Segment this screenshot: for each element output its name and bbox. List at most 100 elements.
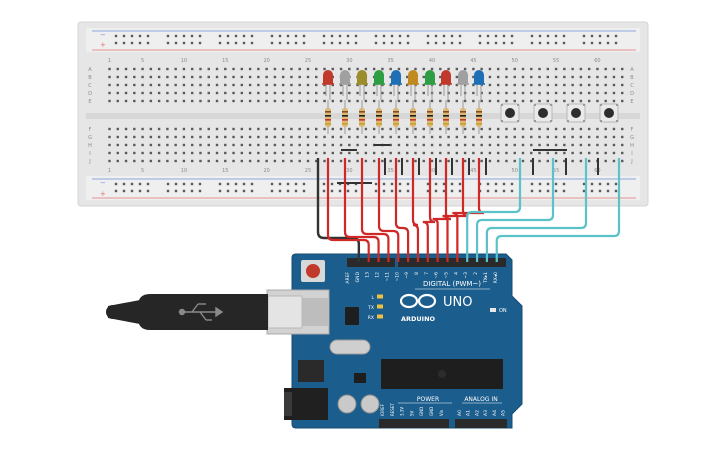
rail-hole bbox=[502, 189, 506, 193]
hole bbox=[116, 159, 119, 163]
hole bbox=[224, 127, 227, 131]
resistor-band bbox=[376, 111, 382, 113]
rail-hole bbox=[458, 34, 462, 38]
hole bbox=[339, 99, 343, 103]
rail-hole bbox=[166, 182, 170, 186]
hole bbox=[331, 143, 334, 147]
hole bbox=[439, 99, 442, 103]
usb-icon bbox=[178, 303, 224, 321]
rail-hole bbox=[182, 189, 186, 193]
hole bbox=[414, 127, 417, 131]
rail-hole bbox=[354, 34, 358, 38]
hole bbox=[348, 135, 351, 139]
hole bbox=[530, 83, 533, 87]
hole bbox=[323, 99, 326, 103]
hole bbox=[124, 127, 128, 131]
hole bbox=[480, 143, 483, 147]
hole bbox=[513, 91, 516, 95]
breadboard-holes bbox=[108, 34, 624, 193]
hole bbox=[571, 143, 574, 147]
rail-hole bbox=[562, 34, 566, 38]
rail-hole bbox=[478, 34, 482, 38]
hole bbox=[248, 75, 252, 79]
hole bbox=[596, 151, 599, 155]
column-number: 55 bbox=[553, 58, 559, 64]
digital-pin-label: ~6 bbox=[434, 272, 440, 279]
led-rim bbox=[457, 83, 469, 85]
hole bbox=[257, 75, 260, 79]
hole bbox=[596, 83, 599, 87]
hole bbox=[265, 143, 268, 147]
hole bbox=[232, 83, 235, 87]
resistor-band bbox=[460, 115, 466, 117]
rail-hole bbox=[582, 34, 586, 38]
hole bbox=[505, 135, 508, 139]
rail-hole bbox=[286, 182, 290, 186]
rail-hole bbox=[294, 182, 298, 186]
rail-hole bbox=[218, 182, 222, 186]
pushbutton[interactable] bbox=[571, 108, 581, 118]
hole bbox=[265, 159, 268, 163]
led-signal-wire bbox=[394, 158, 410, 262]
hole bbox=[604, 151, 607, 155]
hole bbox=[191, 67, 194, 71]
hole bbox=[149, 83, 153, 87]
hole bbox=[166, 83, 169, 87]
hole bbox=[116, 127, 119, 131]
rail-hole bbox=[146, 41, 150, 45]
rail-hole bbox=[354, 41, 358, 45]
rail-hole bbox=[382, 189, 386, 193]
pushbutton[interactable] bbox=[538, 108, 548, 118]
resistor-band bbox=[443, 123, 449, 125]
hole bbox=[480, 99, 483, 103]
rail-hole bbox=[250, 41, 254, 45]
rail-hole bbox=[450, 34, 454, 38]
hole bbox=[339, 143, 343, 147]
hole bbox=[455, 75, 459, 79]
hole bbox=[298, 67, 301, 71]
rail-hole bbox=[374, 41, 378, 45]
hole bbox=[612, 159, 616, 163]
rail-plus-label: + bbox=[100, 41, 106, 49]
rail-hole bbox=[614, 41, 618, 45]
hole bbox=[596, 67, 599, 71]
column-number: 35 bbox=[387, 168, 393, 174]
status-led bbox=[377, 294, 383, 299]
analog-label: ANALOG IN bbox=[464, 396, 497, 403]
hole bbox=[166, 91, 169, 95]
rail-hole bbox=[114, 189, 118, 193]
hole bbox=[530, 75, 533, 79]
digital-pin-label: GND bbox=[355, 271, 361, 282]
hole bbox=[215, 67, 219, 71]
rail-hole bbox=[166, 189, 170, 193]
resistor-band bbox=[393, 115, 399, 117]
power-pin-label: Vin bbox=[439, 409, 444, 416]
pushbutton[interactable] bbox=[604, 108, 614, 118]
hole bbox=[273, 151, 277, 155]
reset-button[interactable] bbox=[306, 264, 320, 278]
rail-hole bbox=[442, 189, 446, 193]
hole bbox=[447, 135, 450, 139]
rail-hole bbox=[294, 41, 298, 45]
hole bbox=[389, 99, 392, 103]
hole bbox=[157, 91, 161, 95]
rail-hole bbox=[478, 41, 482, 45]
hole bbox=[265, 127, 268, 131]
hole bbox=[397, 151, 401, 155]
hole bbox=[621, 99, 624, 103]
resistor-band bbox=[342, 111, 348, 113]
hole bbox=[472, 75, 475, 79]
digital-pin-label: ~3 bbox=[463, 272, 469, 279]
hole bbox=[612, 127, 616, 131]
pushbutton[interactable] bbox=[505, 108, 515, 118]
hole bbox=[265, 135, 268, 139]
hole bbox=[505, 151, 508, 155]
power-pin-label: 3.3V bbox=[400, 407, 405, 416]
hole bbox=[406, 127, 409, 131]
hole bbox=[182, 135, 186, 139]
rail-hole bbox=[130, 189, 134, 193]
hole bbox=[496, 91, 500, 95]
hole bbox=[472, 143, 475, 147]
hole bbox=[157, 127, 161, 131]
hole bbox=[538, 83, 541, 87]
